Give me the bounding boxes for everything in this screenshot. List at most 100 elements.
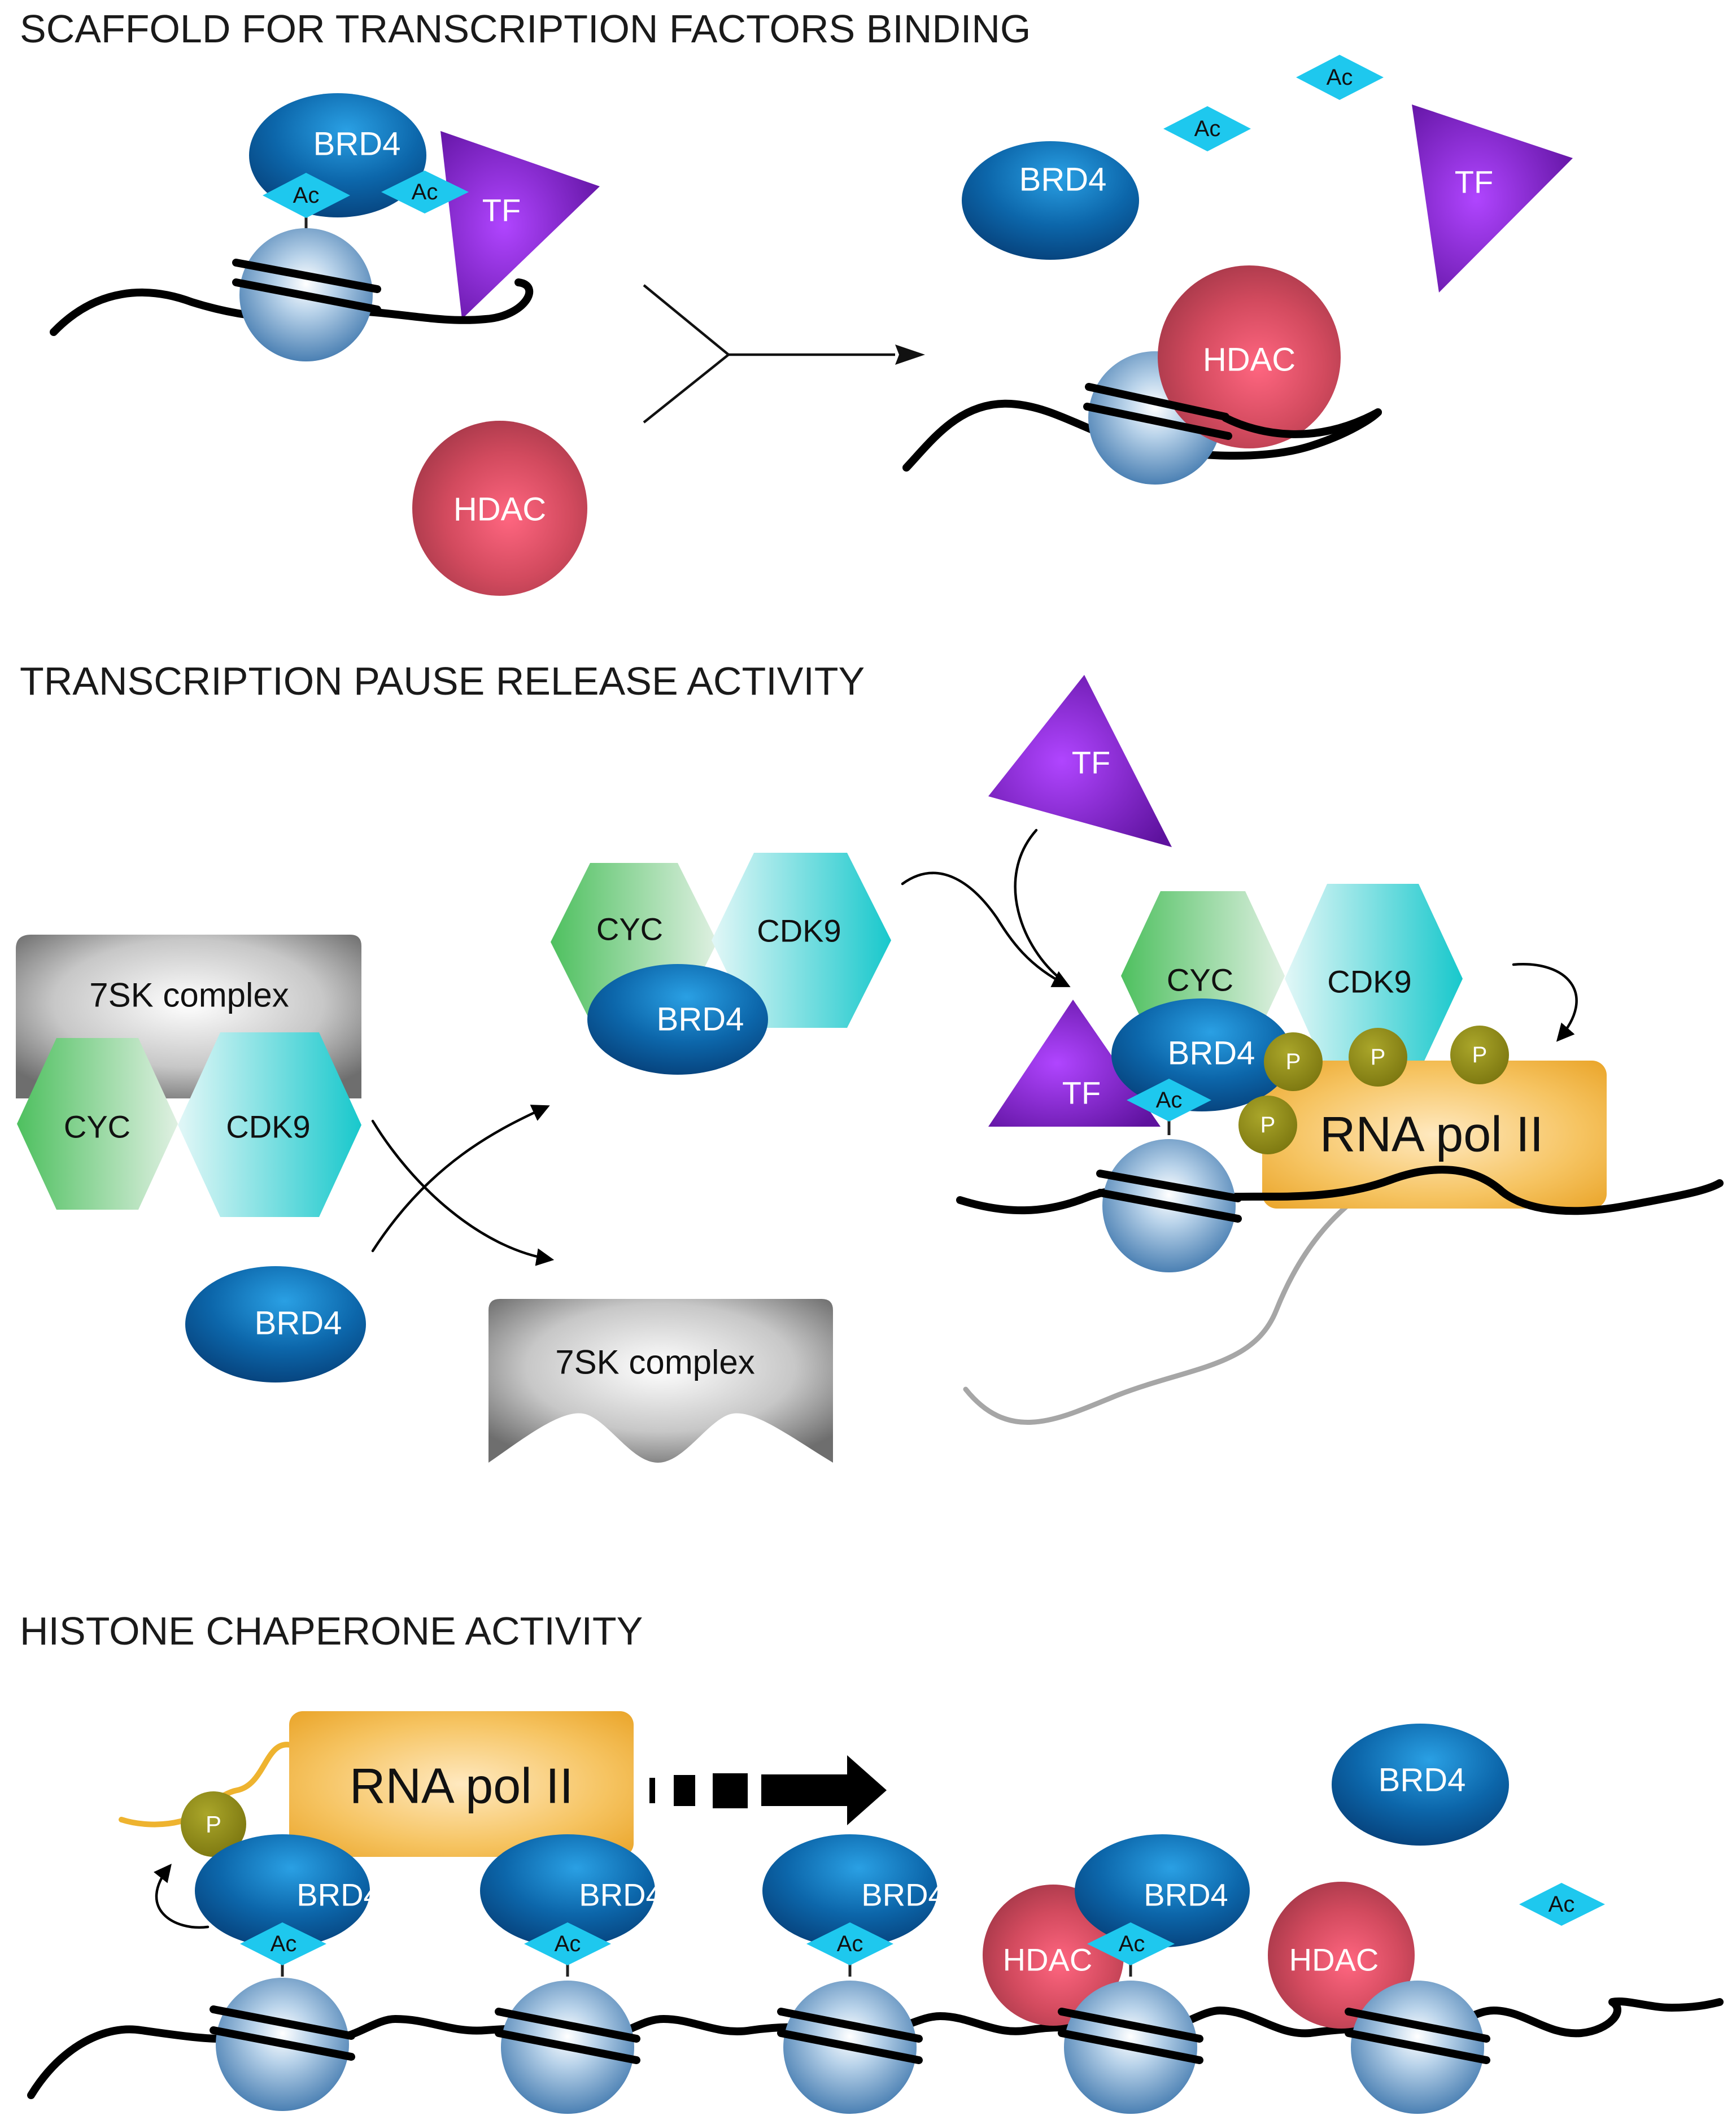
phospho-group (1450, 1026, 1509, 1084)
rna-transcript (963, 1177, 1386, 1425)
phosphorylation-arrow (1512, 963, 1578, 1042)
cyc-label: CYC (596, 911, 663, 947)
ac-label: Ac (271, 1931, 297, 1956)
cyc-protein (17, 1038, 178, 1210)
dna-wrap (1058, 2029, 1203, 2064)
dash-segment (713, 1773, 748, 1808)
hdac-protein (412, 421, 587, 596)
section-title-scaffold: SCAFFOLD FOR TRANSCRIPTION FACTORS BINDI… (20, 7, 1031, 51)
phospho-group (1349, 1028, 1407, 1087)
pause-middle-ptefb-brd4: CYC CDK9 BRD4 (551, 853, 891, 1075)
scaffold-right-products: BRD4 Ac Ac TF HDAC (902, 55, 1573, 485)
cdk9-protein (1285, 884, 1463, 1073)
ac-label: Ac (1119, 1931, 1145, 1956)
brd4-label: BRD4 (861, 1877, 945, 1913)
7sk-complex (488, 1299, 833, 1463)
ac-mark (1087, 1922, 1175, 1965)
dna-wrap (232, 259, 381, 293)
brd4-protein (1111, 998, 1292, 1111)
ac-mark (1163, 106, 1251, 151)
ac-mark (524, 1922, 611, 1965)
tf-protein (1412, 104, 1573, 293)
brd4-label: BRD4 (255, 1305, 342, 1342)
phospho-label: P (1472, 1043, 1488, 1067)
brd4-protein (195, 1834, 370, 1947)
rna-pol-ii-label: RNA pol II (350, 1758, 573, 1814)
arrow-head (895, 344, 925, 365)
brd4-label: BRD4 (579, 1877, 663, 1913)
rna-pol-ii (1262, 1061, 1607, 1209)
phospho-label: P (1286, 1049, 1301, 1074)
hdac-label: HDAC (1289, 1942, 1379, 1978)
tf-label: TF (1455, 164, 1493, 200)
dna-wrap (1345, 2008, 1490, 2043)
brd4-label: BRD4 (1144, 1877, 1228, 1913)
dash-segment (674, 1775, 695, 1806)
cdk9-label: CDK9 (757, 913, 841, 949)
pause-left-free-brd4: BRD4 (185, 1266, 366, 1382)
phospho-label: P (1260, 1113, 1276, 1137)
arrow-branch (643, 284, 730, 356)
exchange-arrow (371, 1119, 555, 1266)
ac-mark (381, 171, 469, 213)
rna-pol-ii (289, 1711, 634, 1857)
dash-segment (649, 1778, 655, 1803)
dna-wrap (1085, 383, 1229, 421)
brd4-label: BRD4 (313, 126, 401, 163)
recruitment-arrow (901, 871, 1071, 987)
chaperone-nucleosome-3: BRD4 Ac (762, 1834, 946, 2114)
phosphorylation-arrow (153, 1864, 210, 1929)
ac-label: Ac (1194, 116, 1221, 141)
brd4-label: BRD4 (1019, 162, 1107, 198)
tf-protein (988, 675, 1172, 847)
scaffold-left-complex: BRD4 TF Ac Ac (50, 93, 600, 361)
chaperone-pol-ii: RNA pol II P (119, 1711, 634, 1929)
tf-label: TF (1062, 1075, 1101, 1111)
cdk9-label: CDK9 (1327, 964, 1411, 1000)
ac-mark (1296, 55, 1384, 100)
brd4-protein (587, 964, 768, 1075)
dna-wrap (495, 2029, 640, 2064)
exchange-arrow (371, 1105, 550, 1253)
dna-wrap (210, 2005, 355, 2040)
section-title-pause-release: TRANSCRIPTION PAUSE RELEASE ACTIVITY (20, 659, 865, 703)
dna-strand (1222, 408, 1382, 438)
phospho-label: P (206, 1811, 221, 1838)
ac-label: Ac (555, 1931, 581, 1956)
pause-exchange-arrows (371, 1105, 555, 1266)
brd4-protein (480, 1834, 655, 1947)
dna-wrap (777, 2029, 923, 2064)
dna-wrap (1083, 403, 1232, 440)
scaffold-reaction-arrow (643, 284, 925, 424)
chaperone-free-products: BRD4 Ac (1332, 1724, 1605, 1926)
brd4-label: BRD4 (657, 1001, 744, 1038)
dna-wrap (777, 2008, 923, 2043)
tf-recruitment-arrow (1014, 828, 1063, 982)
dna-wrap (1058, 2008, 1203, 2043)
ac-mark (263, 173, 350, 218)
cdk9-label: CDK9 (226, 1109, 310, 1145)
pause-middle-free-7sk: 7SK complex (488, 1299, 833, 1463)
section-title-histone-chaperone: HISTONE CHAPERONE ACTIVITY (20, 1609, 643, 1653)
brd4-label: BRD4 (1379, 1762, 1466, 1799)
hdac-label: HDAC (1203, 342, 1296, 378)
tf-protein (440, 131, 600, 319)
7sk-complex-label: 7SK complex (89, 976, 289, 1014)
brd4-protein (1075, 1834, 1250, 1947)
hdac-protein (1268, 1882, 1415, 2029)
chaperone-nucleosome-5: HDAC (1268, 1882, 1490, 2114)
pause-to-right-arrow (901, 828, 1071, 987)
dna-wrap (1345, 2029, 1490, 2064)
ac-label: Ac (1156, 1088, 1183, 1113)
dna-strand (956, 1166, 1724, 1215)
cdk9-protein (178, 1032, 361, 1217)
pause-left-7sk-bound: 7SK complex CYC CDK9 (16, 935, 361, 1217)
cyc-label: CYC (1167, 962, 1233, 998)
phospho-group (1264, 1032, 1323, 1091)
hdac-label: HDAC (453, 491, 546, 528)
tf-protein (988, 1000, 1161, 1127)
dna-wrap (1096, 1170, 1242, 1202)
arrow-branch (643, 354, 730, 424)
tf-label: TF (482, 193, 521, 228)
dna-wrap (232, 278, 381, 313)
